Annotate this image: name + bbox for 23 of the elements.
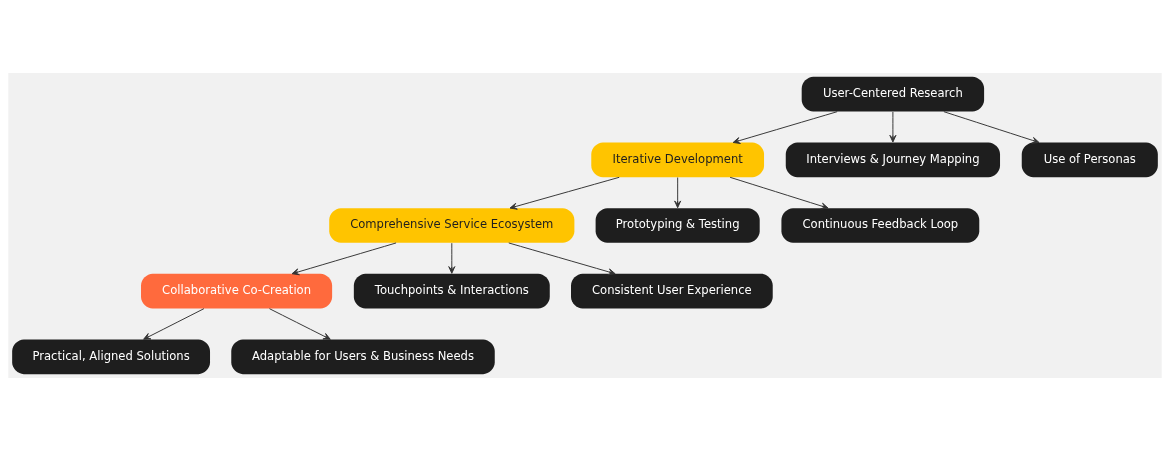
arrow xyxy=(674,176,682,208)
arrow xyxy=(729,176,829,209)
node-box: Comprehensive Service Ecosystem xyxy=(329,207,575,243)
node-box: Consistent User Experience xyxy=(571,273,773,308)
arrow xyxy=(291,241,397,275)
arrow xyxy=(143,307,205,340)
node-box: Continuous Feedback Loop xyxy=(781,207,980,243)
node-box: Collaborative Co-Creation xyxy=(141,273,333,308)
node-box: Iterative Development xyxy=(591,142,765,177)
arrow xyxy=(508,241,616,275)
node-box: Adaptable for Users & Business Needs xyxy=(231,338,495,374)
node-box: User-Centered Research xyxy=(801,76,985,112)
node-box: Use of Personas xyxy=(1021,142,1158,177)
arrow xyxy=(943,110,1040,144)
arrow xyxy=(732,110,838,144)
arrow xyxy=(889,110,897,143)
node-box: Practical, Aligned Solutions xyxy=(12,338,210,374)
node-box: Touchpoints & Interactions xyxy=(353,273,550,308)
arrow xyxy=(509,176,620,210)
arrow xyxy=(448,242,456,274)
node-box: Interviews & Journey Mapping xyxy=(785,142,1001,177)
arrow xyxy=(268,307,331,340)
node-box: Prototyping & Testing xyxy=(595,207,760,243)
